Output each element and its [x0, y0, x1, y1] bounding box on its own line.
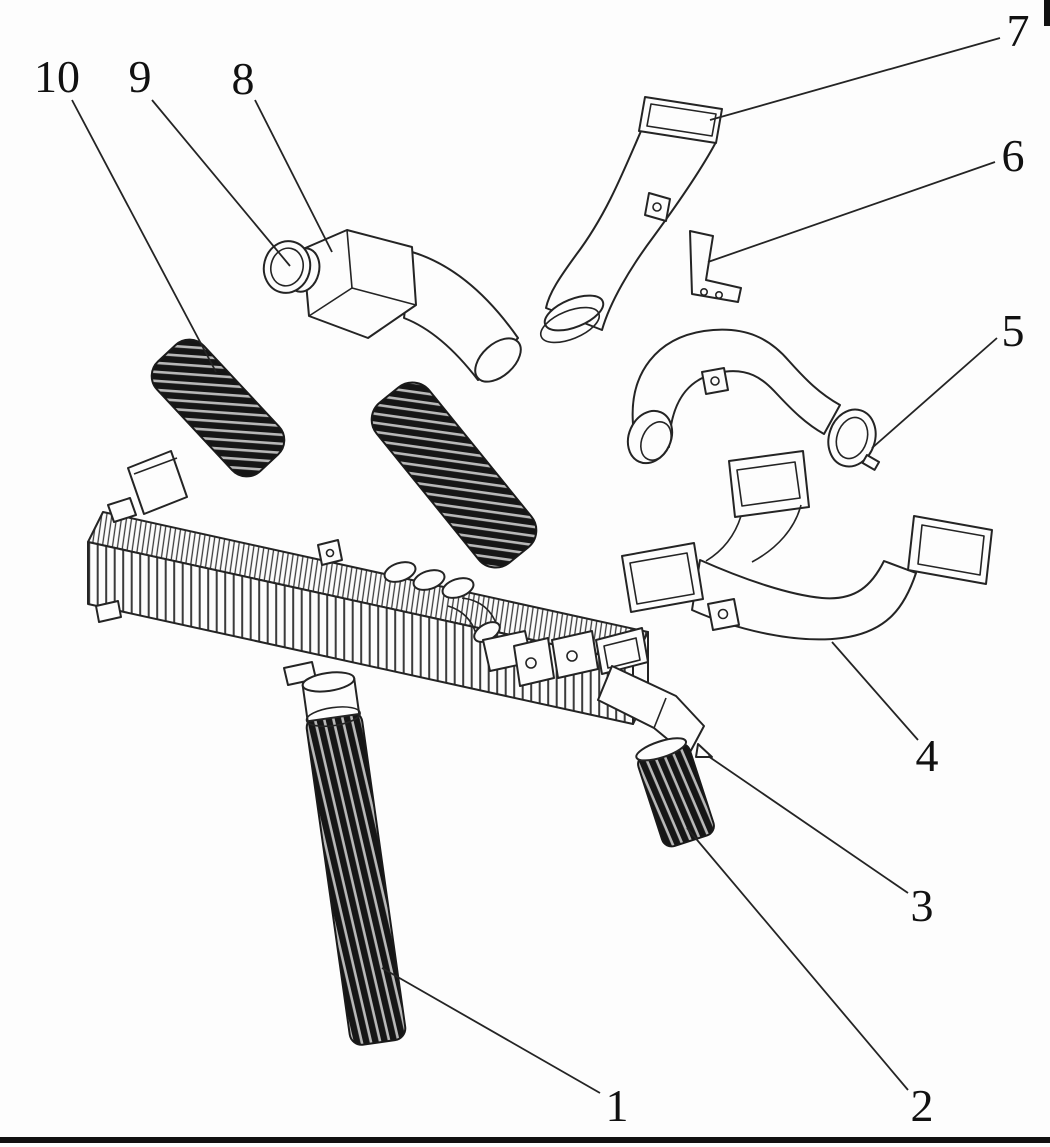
part-label-2: 2: [911, 1080, 934, 1131]
part-labels: 1 2 3 4 5 6 7 8 9 10: [34, 5, 1030, 1131]
air-duct-7: [539, 96, 723, 344]
leader-line-5: [871, 337, 998, 449]
outlet-drip-tip: [695, 743, 713, 758]
corrugated-hose-2: [635, 737, 715, 848]
clamp-screw: [525, 657, 537, 669]
clamp-screw: [566, 650, 578, 662]
part-label-4: 4: [916, 730, 939, 781]
air-duct-4-assembly: [621, 450, 993, 641]
part-label-10: 10: [34, 51, 80, 102]
bracket-6: [689, 230, 742, 303]
corrugated-hose-10: [150, 338, 286, 478]
leader-lines: [71, 37, 1001, 1094]
hose-5-assembly: [626, 328, 881, 471]
elbow-duct-8-assembly: [262, 229, 522, 383]
leader-line-3: [707, 755, 909, 894]
duct-outlet-opening: [474, 337, 522, 383]
duct-body: [302, 229, 417, 339]
top-right-border-tick: [1044, 0, 1050, 26]
leader-line-2: [686, 827, 909, 1091]
leader-line-6: [707, 161, 996, 263]
part-label-1: 1: [606, 1080, 629, 1131]
core-assembly: [87, 511, 649, 725]
core-left-inlet-stub: [107, 450, 188, 523]
hose-clamp-5: [827, 408, 877, 468]
duct-top-flange: [728, 450, 810, 518]
leader-line-1: [381, 967, 601, 1094]
leader-line-7: [709, 37, 1001, 121]
core-tube-stub: [441, 577, 475, 599]
part-label-6: 6: [1002, 130, 1025, 181]
leader-line-4: [831, 641, 919, 741]
duct-top-flange: [638, 96, 723, 144]
duct-mount-tab: [707, 598, 740, 631]
bracket-hole: [699, 287, 708, 296]
part-label-7: 7: [1007, 5, 1030, 56]
duct-mount-tab: [644, 192, 671, 222]
leader-line-10: [71, 99, 217, 373]
core-top-bracket: [317, 539, 343, 566]
hose-mount-tab: [701, 367, 729, 395]
part-label-3: 3: [911, 880, 934, 931]
leader-line-9: [151, 99, 291, 267]
part-label-9: 9: [129, 51, 152, 102]
part-label-5: 5: [1002, 305, 1025, 356]
corrugated-hose-middle: [370, 381, 538, 569]
part-label-8: 8: [232, 53, 255, 104]
core-tube-stub: [383, 561, 417, 583]
bottom-border-line: [0, 1137, 1050, 1143]
core-right-end-hardware: [513, 627, 649, 687]
clamp-screw-block: [861, 454, 881, 471]
hose-end-collar: [635, 737, 688, 762]
core-tube-stub: [412, 569, 446, 591]
corrugated-hose-1: [301, 671, 407, 1046]
leader-line-8: [254, 99, 333, 253]
core-mount-tab: [95, 600, 122, 623]
bracket-hole: [714, 290, 723, 299]
